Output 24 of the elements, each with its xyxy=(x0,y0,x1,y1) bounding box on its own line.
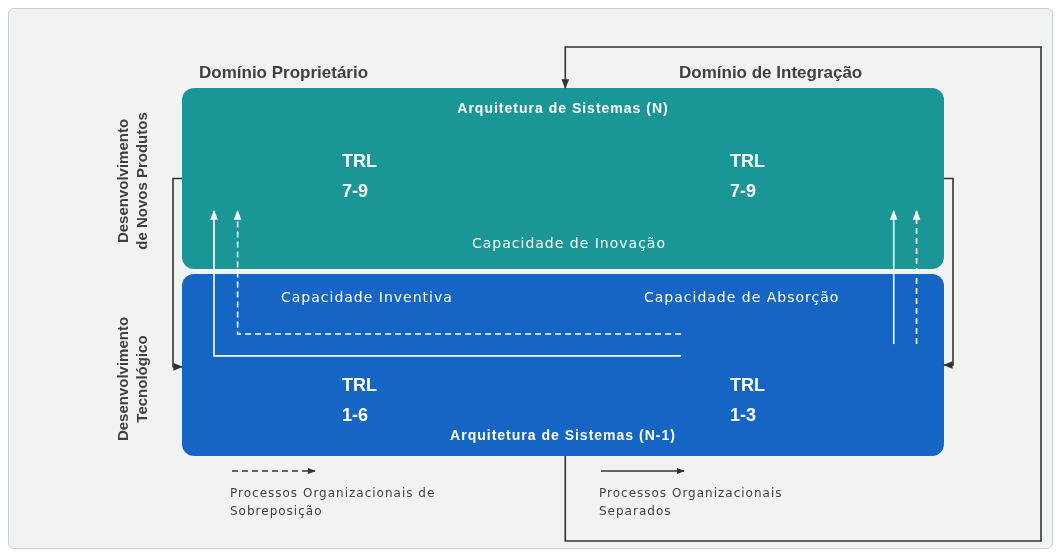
arrow xyxy=(210,210,682,357)
row-heading: Desenvolvimento Tecnológico xyxy=(113,315,151,444)
trl-label: TRL 7-9 xyxy=(342,150,378,203)
capability-label: Capacidade de Inovação xyxy=(470,235,667,251)
legend-text: Processos Organizacionais de Sobreposição xyxy=(230,485,437,520)
arrow xyxy=(912,210,921,345)
arrow xyxy=(172,177,183,371)
trl-label: TRL 7-9 xyxy=(730,150,766,203)
arrow xyxy=(943,177,954,369)
capability-label: Capacidade de Absorção xyxy=(644,289,840,305)
trl-label: TRL 1-6 xyxy=(342,374,378,427)
column-heading: Domínio de Integração xyxy=(679,63,863,83)
band-title: Arquitetura de Sistemas (N-1) xyxy=(449,427,677,443)
column-heading: Domínio Proprietário xyxy=(199,63,369,83)
trl-label: TRL 1-3 xyxy=(730,374,766,427)
row-heading: Desenvolvimento de Novos Produtos xyxy=(113,111,151,251)
legend-text: Processos Organizacionais Separados xyxy=(599,485,784,520)
arrow xyxy=(889,210,898,345)
innovation-band xyxy=(182,88,944,269)
arrow xyxy=(561,46,1042,542)
band-title: Arquitetura de Sistemas (N) xyxy=(456,100,670,116)
technology-band xyxy=(182,274,944,456)
capability-label: Capacidade Inventiva xyxy=(281,289,453,305)
arrow xyxy=(233,210,682,335)
